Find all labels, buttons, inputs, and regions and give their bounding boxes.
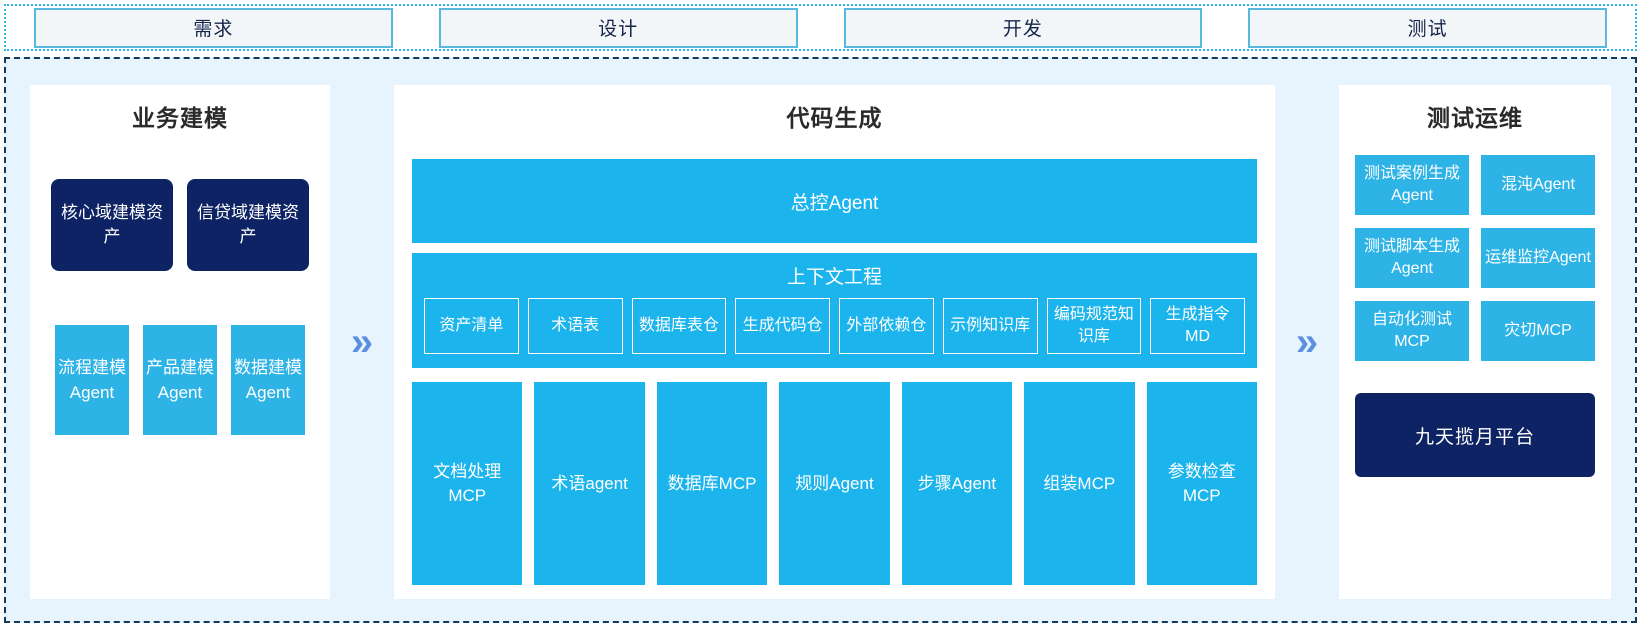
testops-card-label: 测试案例生成Agent xyxy=(1363,165,1460,204)
platform-card-label: 九天揽月平台 xyxy=(1414,426,1535,448)
panel-title-testops: 测试运维 xyxy=(1427,105,1523,131)
master-control-agent-banner[interactable]: 总控Agent xyxy=(412,159,1257,243)
context-item-label: 生成代码仓 xyxy=(742,317,823,334)
tool-card-database-mcp[interactable]: 数据库MCP xyxy=(656,382,768,585)
panel-title-codegen: 代码生成 xyxy=(786,105,883,131)
tool-card-step-agent[interactable]: 步骤Agent xyxy=(901,382,1013,585)
testops-card-grid: 测试案例生成Agent 混沌Agent 测试脚本生成Agent 运维监控Agen… xyxy=(1355,155,1595,361)
context-item-label: 资产清单 xyxy=(439,317,504,334)
context-item-label: 术语表 xyxy=(551,317,600,334)
context-item-label: 示例知识库 xyxy=(950,317,1031,334)
context-item-asset-list[interactable]: 资产清单 xyxy=(424,298,519,354)
tool-card-label: 规则Agent xyxy=(795,473,874,493)
modeling-agent-label: 流程建模Agent xyxy=(58,358,126,402)
tool-card-label: 步骤Agent xyxy=(917,473,997,493)
asset-card-label: 核心域建模资产 xyxy=(61,203,163,246)
code-generation-panel: 代码生成 总控Agent 上下文工程 资产清单 术语表 数据库表仓 生成代码仓 xyxy=(394,85,1275,599)
context-engineering-items: 资产清单 术语表 数据库表仓 生成代码仓 外部依赖仓 示例知识库 xyxy=(424,298,1245,354)
stage-box-requirements[interactable]: 需求 xyxy=(34,7,393,48)
testops-card-ops-monitoring-agent[interactable]: 运维监控Agent xyxy=(1481,228,1595,288)
context-item-coding-standard-knowledge-base[interactable]: 编码规范知识库 xyxy=(1046,298,1142,354)
context-item-label: 编码规范知识库 xyxy=(1053,306,1134,345)
modeling-agent-product[interactable]: 产品建模Agent xyxy=(143,325,217,435)
stage-box-development[interactable]: 开发 xyxy=(843,7,1203,48)
tool-card-glossary-agent[interactable]: 术语agent xyxy=(534,382,645,585)
stage-bar: 需求 设计 开发 测试 xyxy=(4,4,1637,51)
stage-label: 需求 xyxy=(193,19,234,40)
tool-card-parameter-check-mcp[interactable]: 参数检查MCP xyxy=(1146,382,1257,585)
stage-label: 测试 xyxy=(1407,19,1448,40)
tool-card-rule-agent[interactable]: 规则Agent xyxy=(779,382,890,585)
context-item-label: 生成指令MD xyxy=(1165,306,1230,345)
testops-card-label: 自动化测试MCP xyxy=(1371,311,1452,350)
tool-card-label: 组装MCP xyxy=(1043,473,1116,493)
asset-card-core-domain[interactable]: 核心域建模资产 xyxy=(51,179,173,271)
stage-box-testing[interactable]: 测试 xyxy=(1248,7,1607,48)
context-item-label: 外部依赖仓 xyxy=(846,317,927,334)
context-item-label: 数据库表仓 xyxy=(638,317,719,334)
chevron-glyph: » xyxy=(1295,320,1319,364)
context-engineering-block: 上下文工程 资产清单 术语表 数据库表仓 生成代码仓 外部依赖仓 示 xyxy=(412,253,1257,368)
testops-card-label: 测试脚本生成Agent xyxy=(1363,238,1460,277)
modeling-agent-process[interactable]: 流程建模Agent xyxy=(55,325,129,435)
business-modeling-panel: 业务建模 核心域建模资产 信贷域建模资产 流程建模Agent 产品建模Agent… xyxy=(30,85,330,599)
context-item-external-dependency-repo[interactable]: 外部依赖仓 xyxy=(839,298,934,354)
codegen-tool-row: 文档处理MCP 术语agent 数据库MCP 规则Agent 步骤Agent 组… xyxy=(412,382,1257,585)
stage-box-design[interactable]: 设计 xyxy=(438,7,798,48)
tool-card-assembly-mcp[interactable]: 组装MCP xyxy=(1024,382,1135,585)
stage-label: 开发 xyxy=(1002,19,1043,40)
testops-card-label: 运维监控Agent xyxy=(1485,249,1591,266)
tool-card-label: 文档处理MCP xyxy=(433,461,502,505)
tool-card-label: 数据库MCP xyxy=(667,473,757,493)
chevron-glyph: » xyxy=(350,320,374,364)
business-asset-row: 核心域建模资产 信贷域建模资产 xyxy=(46,179,314,271)
tool-card-document-processing-mcp[interactable]: 文档处理MCP xyxy=(412,382,523,585)
context-item-example-knowledge-base[interactable]: 示例知识库 xyxy=(942,298,1038,354)
tool-card-label: 参数检查MCP xyxy=(1167,461,1236,505)
architecture-diagram-container: 业务建模 核心域建模资产 信贷域建模资产 流程建模Agent 产品建模Agent… xyxy=(4,57,1637,623)
stage-label: 设计 xyxy=(598,19,639,40)
master-control-agent-label: 总控Agent xyxy=(790,192,879,214)
testops-card-chaos-agent[interactable]: 混沌Agent xyxy=(1481,155,1595,215)
double-chevron-right-icon-right: » xyxy=(1275,85,1339,599)
context-item-glossary[interactable]: 术语表 xyxy=(527,298,623,354)
modeling-agent-row: 流程建模Agent 产品建模Agent 数据建模Agent xyxy=(46,325,314,435)
context-item-generation-instruction-md[interactable]: 生成指令MD xyxy=(1150,298,1245,354)
modeling-agent-label: 数据建模Agent xyxy=(234,358,302,402)
test-operations-panel: 测试运维 测试案例生成Agent 混沌Agent 测试脚本生成Agent 运维监… xyxy=(1339,85,1611,599)
double-chevron-right-icon-left: » xyxy=(330,85,394,599)
context-item-db-table-repo[interactable]: 数据库表仓 xyxy=(631,298,727,354)
asset-card-credit-domain[interactable]: 信贷域建模资产 xyxy=(187,179,309,271)
panel-title-business: 业务建模 xyxy=(132,105,228,131)
testops-card-label: 混沌Agent xyxy=(1501,176,1575,193)
testops-card-automated-test-mcp[interactable]: 自动化测试MCP xyxy=(1355,301,1469,361)
modeling-agent-label: 产品建模Agent xyxy=(146,358,214,402)
context-engineering-title: 上下文工程 xyxy=(786,267,882,288)
testops-card-test-case-generation-agent[interactable]: 测试案例生成Agent xyxy=(1355,155,1469,215)
testops-card-test-script-generation-agent[interactable]: 测试脚本生成Agent xyxy=(1355,228,1469,288)
testops-card-label: 灾切MCP xyxy=(1504,322,1572,339)
modeling-agent-data[interactable]: 数据建模Agent xyxy=(231,325,305,435)
tool-card-label: 术语agent xyxy=(551,473,628,493)
asset-card-label: 信贷域建模资产 xyxy=(197,203,299,246)
platform-card-jiutian-lanyue[interactable]: 九天揽月平台 xyxy=(1355,393,1595,477)
testops-card-disaster-switch-mcp[interactable]: 灾切MCP xyxy=(1481,301,1595,361)
context-item-generated-code-repo[interactable]: 生成代码仓 xyxy=(735,298,830,354)
